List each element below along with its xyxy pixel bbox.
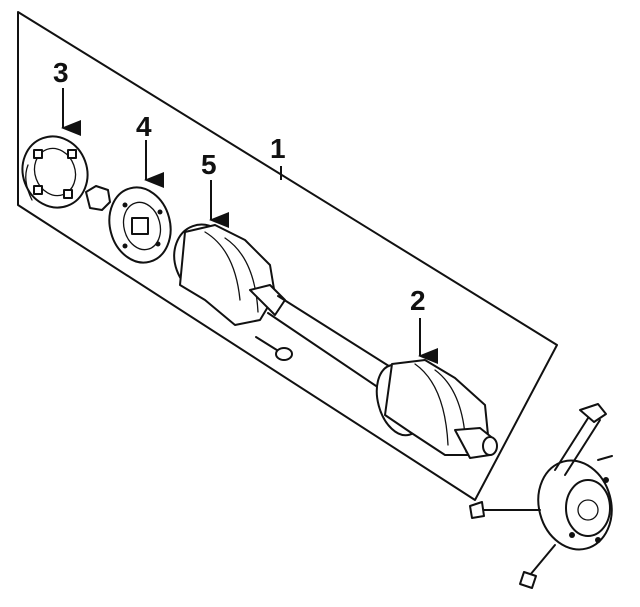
snap-ring — [85, 185, 111, 211]
callout-5: 5 — [201, 149, 217, 180]
callout-3: 3 — [53, 57, 69, 88]
wheel-hub-knuckle — [469, 403, 613, 589]
part-3-outer-flange — [21, 135, 89, 209]
part-5-inboard-boot — [173, 223, 286, 326]
part-4-inner-race — [108, 186, 172, 264]
callout-2: 2 — [410, 285, 426, 316]
axle-shaft — [267, 295, 393, 391]
clamp-bolt — [255, 336, 293, 361]
assembly-boundary — [17, 11, 558, 501]
part-2-outboard-boot — [375, 359, 498, 459]
callout-4: 4 — [136, 111, 152, 142]
callout-1: 1 — [270, 133, 286, 164]
